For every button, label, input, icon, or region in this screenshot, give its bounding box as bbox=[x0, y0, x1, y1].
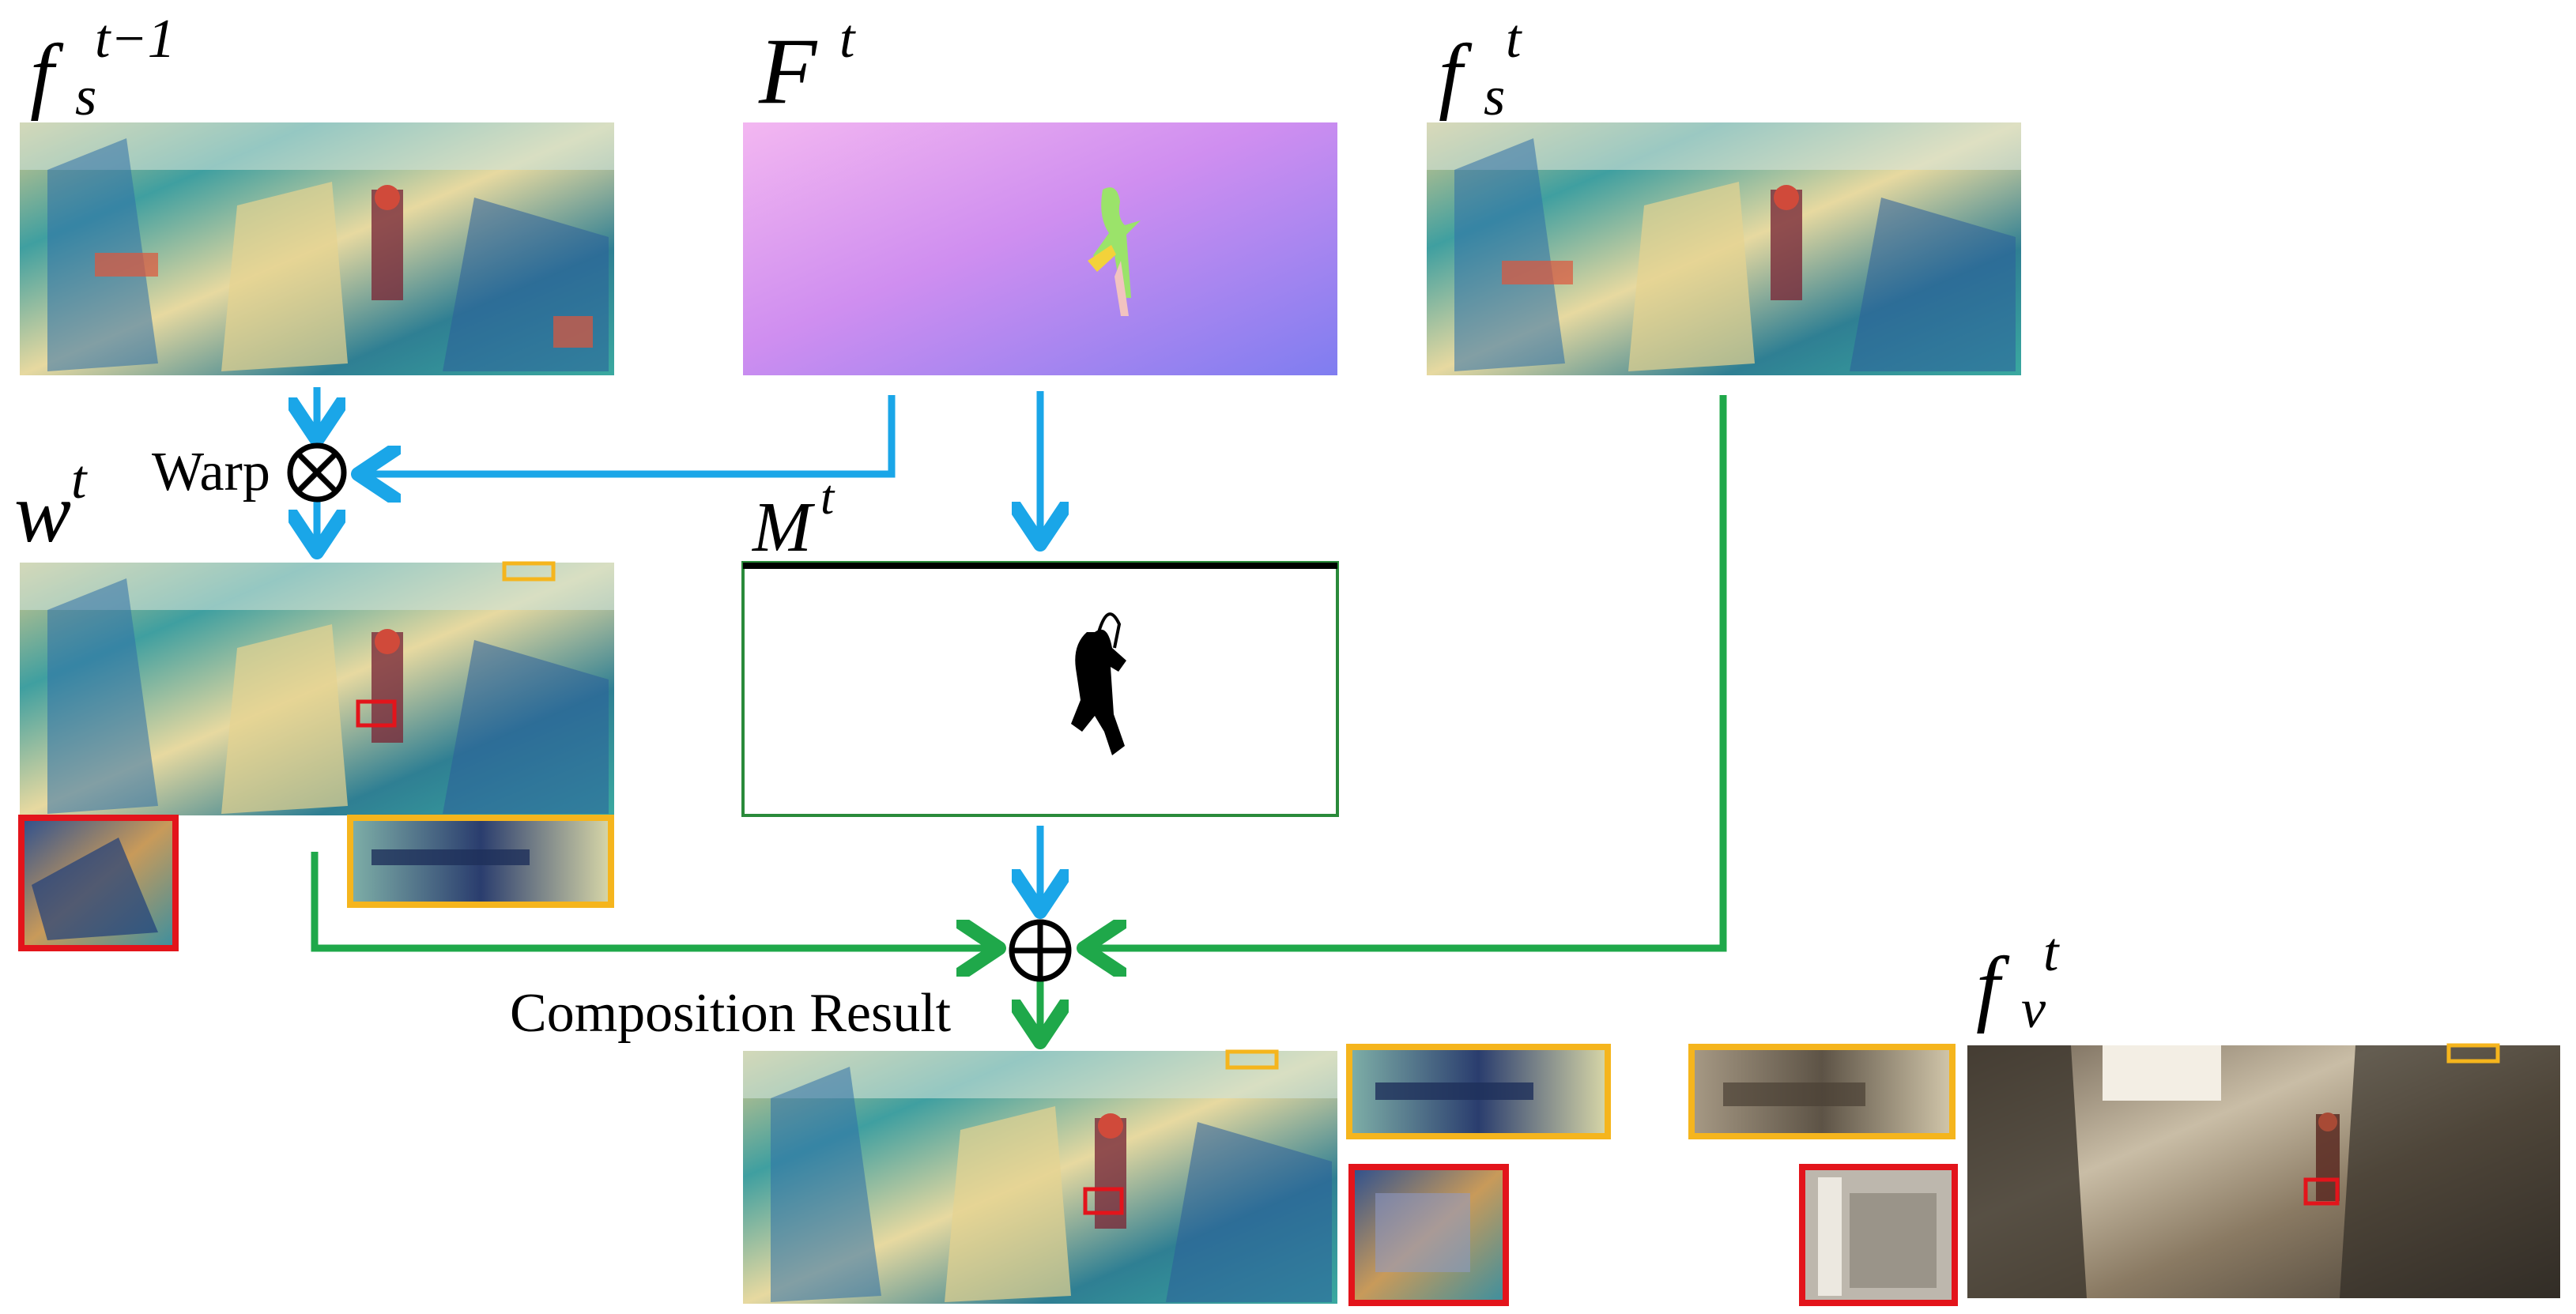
green-arrow-warped-to-compose bbox=[311, 852, 992, 948]
label-fs-prev: f s t−1 bbox=[30, 9, 175, 127]
zoom-region-yellow-marker bbox=[1225, 1049, 1279, 1070]
circled-times-icon bbox=[287, 442, 347, 503]
svg-text:t: t bbox=[820, 471, 835, 525]
svg-text:t: t bbox=[839, 9, 856, 70]
svg-text:s: s bbox=[1484, 66, 1505, 127]
zoom-region-yellow-marker bbox=[2446, 1043, 2500, 1064]
svg-text:f: f bbox=[30, 28, 64, 122]
real-video-frame bbox=[1967, 1043, 2560, 1298]
svg-text:t: t bbox=[71, 450, 88, 510]
stylized-frame-prev bbox=[20, 122, 614, 375]
svg-text:f: f bbox=[1976, 940, 2010, 1034]
composition-zoom-red bbox=[1348, 1164, 1509, 1306]
real-zoom-yellow bbox=[1688, 1044, 1956, 1139]
zoom-region-red-marker bbox=[2303, 1177, 2340, 1206]
label-warped: w t bbox=[14, 450, 88, 560]
label-fs-current: f s t bbox=[1439, 9, 1522, 127]
svg-text:s: s bbox=[75, 66, 96, 127]
warped-frame bbox=[20, 561, 614, 815]
label-fv: f v t bbox=[1976, 922, 2060, 1040]
composition-result-label: Composition Result bbox=[510, 983, 952, 1044]
composition-zoom-yellow bbox=[1346, 1044, 1611, 1139]
zoom-region-red-marker bbox=[1083, 1187, 1124, 1215]
blue-arrow-flow-to-warp bbox=[365, 395, 896, 474]
svg-text:f: f bbox=[1439, 28, 1473, 122]
warped-zoom-yellow bbox=[347, 815, 614, 908]
warp-label: Warp bbox=[152, 442, 270, 503]
svg-text:t−1: t−1 bbox=[95, 9, 175, 70]
svg-text:F: F bbox=[758, 18, 818, 123]
svg-text:v: v bbox=[2021, 979, 2046, 1040]
real-zoom-red bbox=[1799, 1164, 1958, 1306]
composition-result-image bbox=[743, 1049, 1337, 1304]
svg-text:w: w bbox=[14, 466, 71, 560]
circled-plus-icon bbox=[1009, 919, 1072, 982]
svg-text:t: t bbox=[2043, 922, 2060, 983]
zoom-region-red-marker bbox=[356, 699, 397, 728]
occlusion-mask bbox=[741, 561, 1339, 817]
svg-text:M: M bbox=[751, 488, 816, 567]
optical-flow-image bbox=[743, 122, 1337, 375]
warped-zoom-red bbox=[18, 815, 179, 951]
stylized-frame-current bbox=[1427, 122, 2021, 375]
label-flow: F t bbox=[758, 9, 856, 123]
svg-text:t: t bbox=[1506, 9, 1522, 70]
label-mask: M t bbox=[751, 471, 835, 567]
zoom-region-yellow-marker bbox=[502, 561, 556, 582]
green-arrow-current-to-compose bbox=[1091, 395, 1727, 948]
